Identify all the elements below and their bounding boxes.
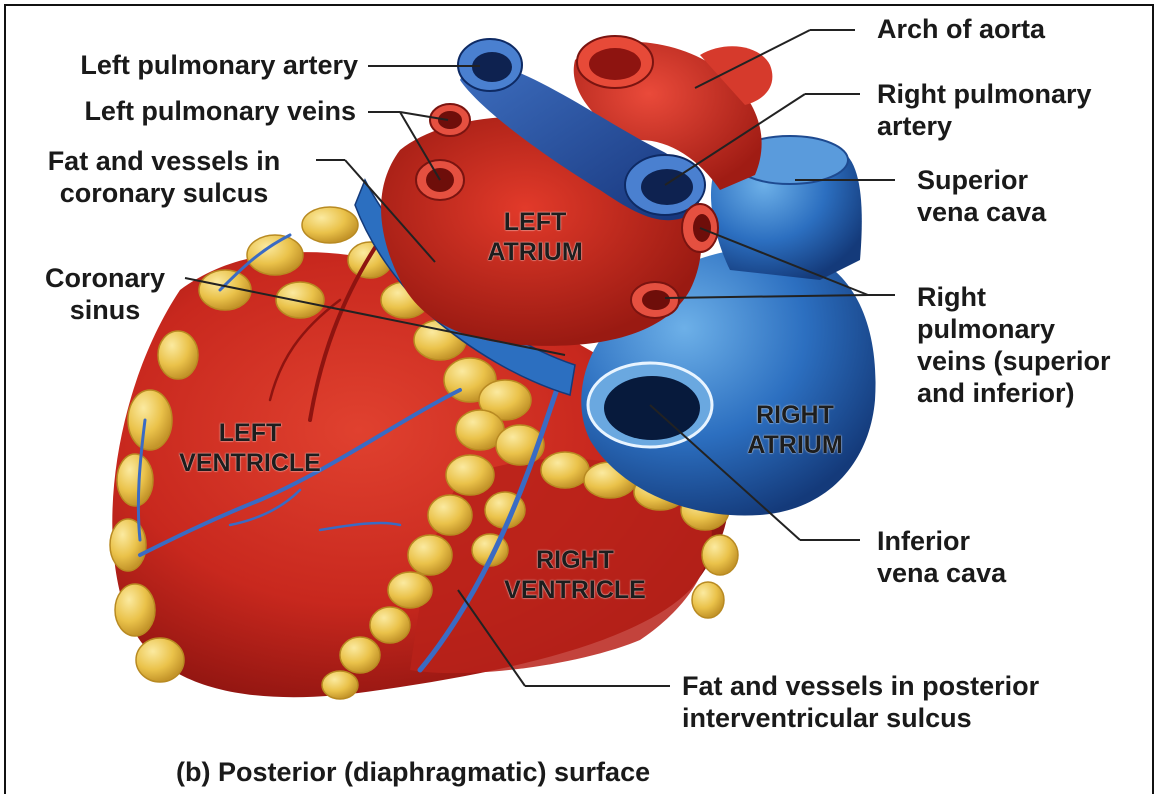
fat-posterior-line-2: interventricular sulcus <box>682 702 1039 734</box>
coronary-sinus-line-1: Coronary <box>30 262 180 294</box>
fat-coronary-line-2: coronary sulcus <box>14 177 314 209</box>
right-pulmonary-veins-line-1: Right <box>917 281 1111 313</box>
right-ventricle-line-1: RIGHT <box>480 545 670 575</box>
right-pulmonary-veins-line-3: veins (superior <box>917 345 1111 377</box>
right-atrium-line-1: RIGHT <box>730 400 860 430</box>
label-left-pulmonary-veins: Left pulmonary veins <box>84 95 356 127</box>
label-arch-of-aorta: Arch of aorta <box>877 13 1045 45</box>
label-coronary-sinus: Coronary sinus <box>30 262 180 326</box>
label-right-pulmonary-artery: Right pulmonary artery <box>877 78 1092 142</box>
superior-vena-cava-line-1: Superior <box>917 164 1046 196</box>
right-pulmonary-veins-line-4: and inferior) <box>917 377 1111 409</box>
label-superior-vena-cava: Superior vena cava <box>917 164 1046 228</box>
label-left-ventricle: LEFT VENTRICLE <box>165 418 335 478</box>
label-right-ventricle: RIGHT VENTRICLE <box>480 545 670 605</box>
fat-posterior-line-1: Fat and vessels in posterior <box>682 670 1039 702</box>
label-right-atrium: RIGHT ATRIUM <box>730 400 860 460</box>
left-ventricle-line-1: LEFT <box>165 418 335 448</box>
label-right-pulmonary-veins: Right pulmonary veins (superior and infe… <box>917 281 1111 409</box>
fat-coronary-line-1: Fat and vessels in <box>14 145 314 177</box>
inferior-vena-cava-line-2: vena cava <box>877 557 1006 589</box>
label-fat-posterior-sulcus: Fat and vessels in posterior interventri… <box>682 670 1039 734</box>
label-left-pulmonary-artery: Left pulmonary artery <box>80 49 358 81</box>
right-ventricle-line-2: VENTRICLE <box>480 575 670 605</box>
figure-caption: (b) Posterior (diaphragmatic) surface <box>176 756 650 788</box>
right-pulmonary-veins-line-2: pulmonary <box>917 313 1111 345</box>
superior-vena-cava-line-2: vena cava <box>917 196 1046 228</box>
label-inferior-vena-cava: Inferior vena cava <box>877 525 1006 589</box>
inferior-vena-cava-line-1: Inferior <box>877 525 1006 557</box>
right-atrium-line-2: ATRIUM <box>730 430 860 460</box>
label-fat-coronary-sulcus: Fat and vessels in coronary sulcus <box>14 145 314 209</box>
left-atrium-line-2: ATRIUM <box>475 237 595 267</box>
left-atrium-line-1: LEFT <box>475 207 595 237</box>
right-pulmonary-artery-line-1: Right pulmonary <box>877 78 1092 110</box>
coronary-sinus-line-2: sinus <box>30 294 180 326</box>
left-ventricle-line-2: VENTRICLE <box>165 448 335 478</box>
right-pulmonary-artery-line-2: artery <box>877 110 1092 142</box>
label-left-atrium: LEFT ATRIUM <box>475 207 595 267</box>
